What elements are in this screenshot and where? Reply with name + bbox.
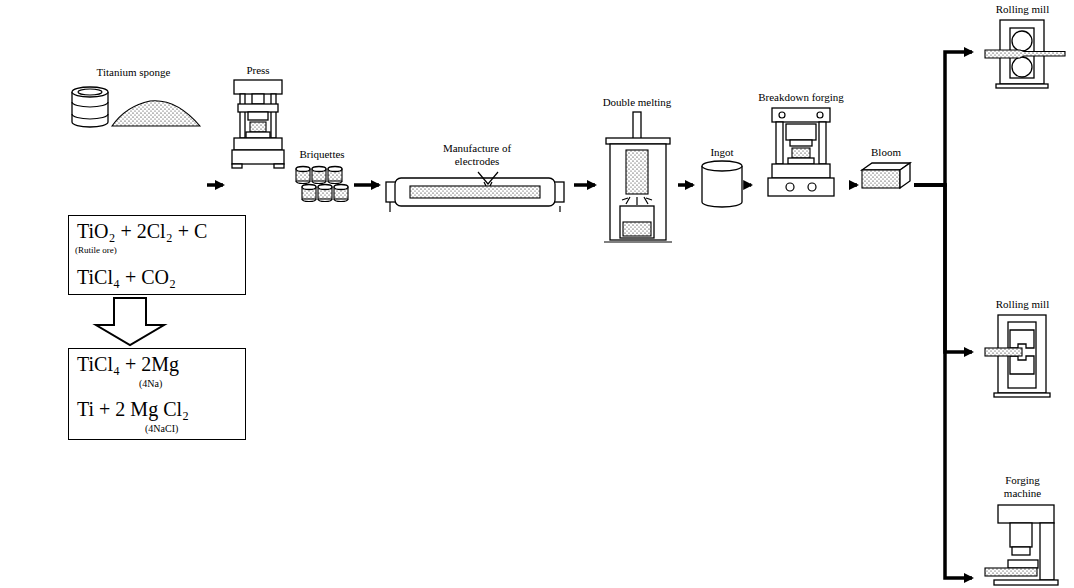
rolling-mill-stage: Rolling mill: [975, 0, 1070, 90]
melting-stage: Double melting: [598, 93, 676, 248]
stage-label: Bloom: [870, 146, 902, 159]
forging-machine-stage: Forging machine: [975, 472, 1070, 586]
stage-label: Press: [245, 64, 270, 77]
press-illustration: [232, 80, 284, 168]
equation-text: (4Na): [139, 378, 162, 390]
equation-text: TiO₂ + 2Cl₂ + C: [77, 220, 207, 243]
flow-arrow: [678, 183, 693, 187]
bloom-stage: Bloom: [860, 143, 912, 198]
flow-arrow: [750, 183, 751, 187]
forging-machine-illustration: [985, 505, 1058, 585]
rolling-mill-stage: Rolling mill: [975, 296, 1070, 400]
equation-text: (4NaCI): [145, 423, 178, 435]
briquettes-stage: Briquettes: [292, 145, 352, 205]
electrode-welding-chamber: [386, 172, 564, 212]
equation-text: (Rutile ore): [75, 245, 117, 255]
forging-stage: Breakdown forging: [754, 88, 848, 200]
vacuum-arc-furnace: [604, 112, 672, 242]
reaction-box: TiO₂ + 2Cl₂ + C (Rutile ore) TiCl₄ + CO₂: [68, 215, 246, 295]
stage-label: Briquettes: [298, 148, 345, 161]
ingot-illustration: [702, 161, 742, 207]
stage-label: Ingot: [709, 146, 734, 159]
electrode-stage: Manufacture of electrodes: [382, 140, 572, 215]
forging-press-illustration: [768, 108, 834, 196]
flat-rolling-mill: [985, 20, 1065, 88]
equation-text: TiCl₄ + CO₂: [77, 266, 176, 289]
flow-arrow: [574, 183, 595, 187]
stage-label: Forging machine: [987, 474, 1059, 499]
stage-label: Manufacture of electrodes: [421, 142, 533, 167]
flow-arrow: [354, 183, 379, 187]
flow-arrow: [914, 185, 972, 352]
bloom-illustration: [862, 163, 910, 188]
flow-arrow: [850, 183, 857, 187]
flow-arrow: [914, 52, 972, 185]
reaction-box: TiCl₄ + 2Mg (4Na) Ti + 2 Mg Cl₂ (4NaCI): [68, 348, 246, 440]
sponge-drum-and-pile: [72, 87, 200, 127]
equation-text: TiCl₄ + 2Mg: [77, 353, 179, 376]
flow-arrow: [207, 183, 223, 187]
stage-label: Titanium sponge: [96, 66, 172, 79]
block-arrow: [96, 298, 164, 345]
flow-arrow: [914, 185, 972, 578]
stage-label: Double melting: [602, 96, 673, 109]
groove-rolling-mill: [985, 315, 1050, 397]
stage-label: Rolling mill: [995, 3, 1050, 16]
briquettes-illustration: [296, 167, 348, 202]
stage-label: Breakdown forging: [757, 91, 845, 104]
sponge-stage: Titanium sponge: [62, 60, 205, 200]
equation-text: Ti + 2 Mg Cl₂: [77, 398, 189, 421]
ingot-stage: Ingot: [696, 143, 748, 210]
stage-label: Rolling mill: [995, 298, 1050, 311]
press-stage: Press: [226, 62, 290, 202]
